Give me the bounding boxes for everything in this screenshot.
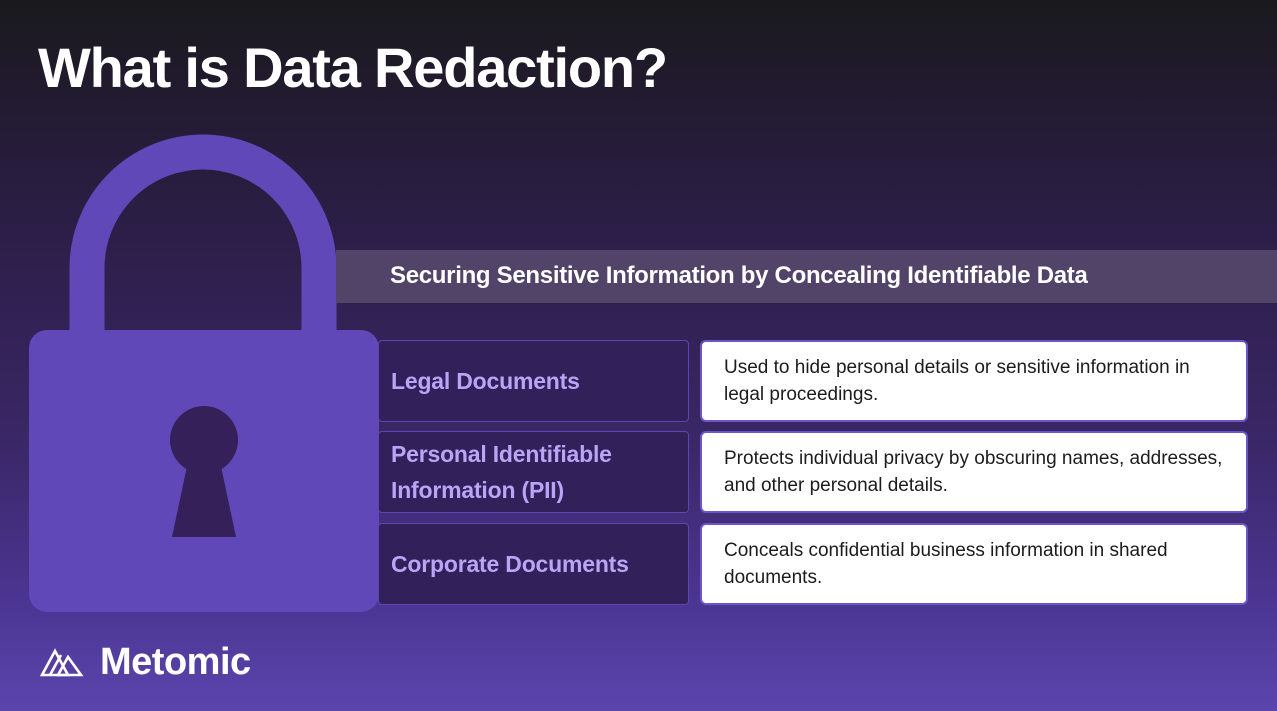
row-description-legal-documents: Used to hide personal details or sensiti… bbox=[700, 340, 1248, 422]
keyhole-slot bbox=[172, 452, 236, 537]
padlock-icon bbox=[29, 134, 379, 612]
row-description-pii: Protects individual privacy by obscuring… bbox=[700, 431, 1248, 513]
row-label-text: Legal Documents bbox=[391, 368, 580, 394]
brand-name: Metomic bbox=[100, 641, 251, 683]
row-label-legal-documents: Legal Documents bbox=[378, 340, 689, 422]
row-description-text: Protects individual privacy by obscuring… bbox=[724, 448, 1223, 496]
row-label-text: Corporate Documents bbox=[391, 551, 629, 577]
keyhole-circle bbox=[170, 406, 238, 474]
row-label-pii: Personal Identifiable Information (PII) bbox=[378, 431, 689, 513]
row-label-text: Personal Identifiable Information (PII) bbox=[391, 441, 612, 503]
brand-logo: Metomic bbox=[40, 640, 251, 684]
subtitle-band bbox=[336, 250, 1277, 303]
row-description-text: Conceals confidential business informati… bbox=[724, 540, 1168, 588]
row-label-corporate-documents: Corporate Documents bbox=[378, 523, 689, 605]
padlock-shackle bbox=[69, 134, 337, 335]
slide-subtitle: Securing Sensitive Information by Concea… bbox=[390, 262, 1088, 289]
row-description-text: Used to hide personal details or sensiti… bbox=[724, 357, 1190, 405]
slide-title: What is Data Redaction? bbox=[38, 36, 668, 99]
metomic-logo-icon bbox=[40, 648, 84, 677]
row-description-corporate-documents: Conceals confidential business informati… bbox=[700, 523, 1248, 605]
